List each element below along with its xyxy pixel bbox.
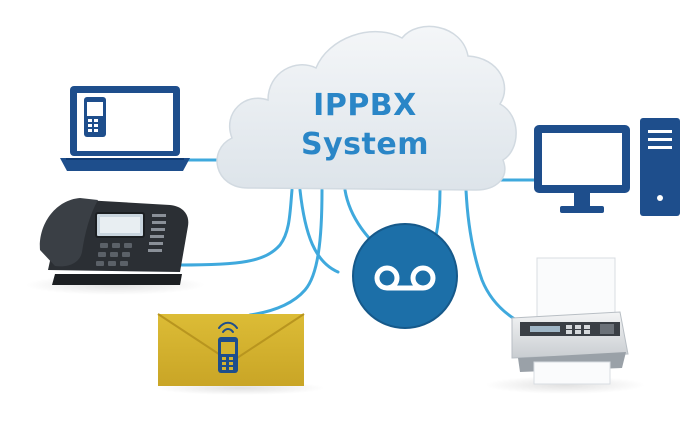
voicemail-icon [352, 223, 458, 329]
mobile-phone-icon [218, 337, 238, 373]
desktop-computer-icon [534, 118, 680, 216]
mobile-phone-icon [84, 97, 106, 137]
ippbx-cloud [216, 25, 517, 191]
fax-icon [511, 257, 629, 385]
cable-extra-1 [298, 188, 340, 274]
cloud-subtitle: System [301, 127, 429, 162]
cloud-title: IPPBX [313, 88, 417, 123]
cable-envelope [248, 188, 324, 317]
cable-fax [464, 188, 527, 327]
signal-waves-icon [218, 321, 238, 333]
laptop-icon [60, 86, 190, 171]
ip-phone-icon [39, 198, 189, 285]
envelope-mobile-icon [157, 313, 305, 386]
cable-phone [178, 188, 294, 267]
